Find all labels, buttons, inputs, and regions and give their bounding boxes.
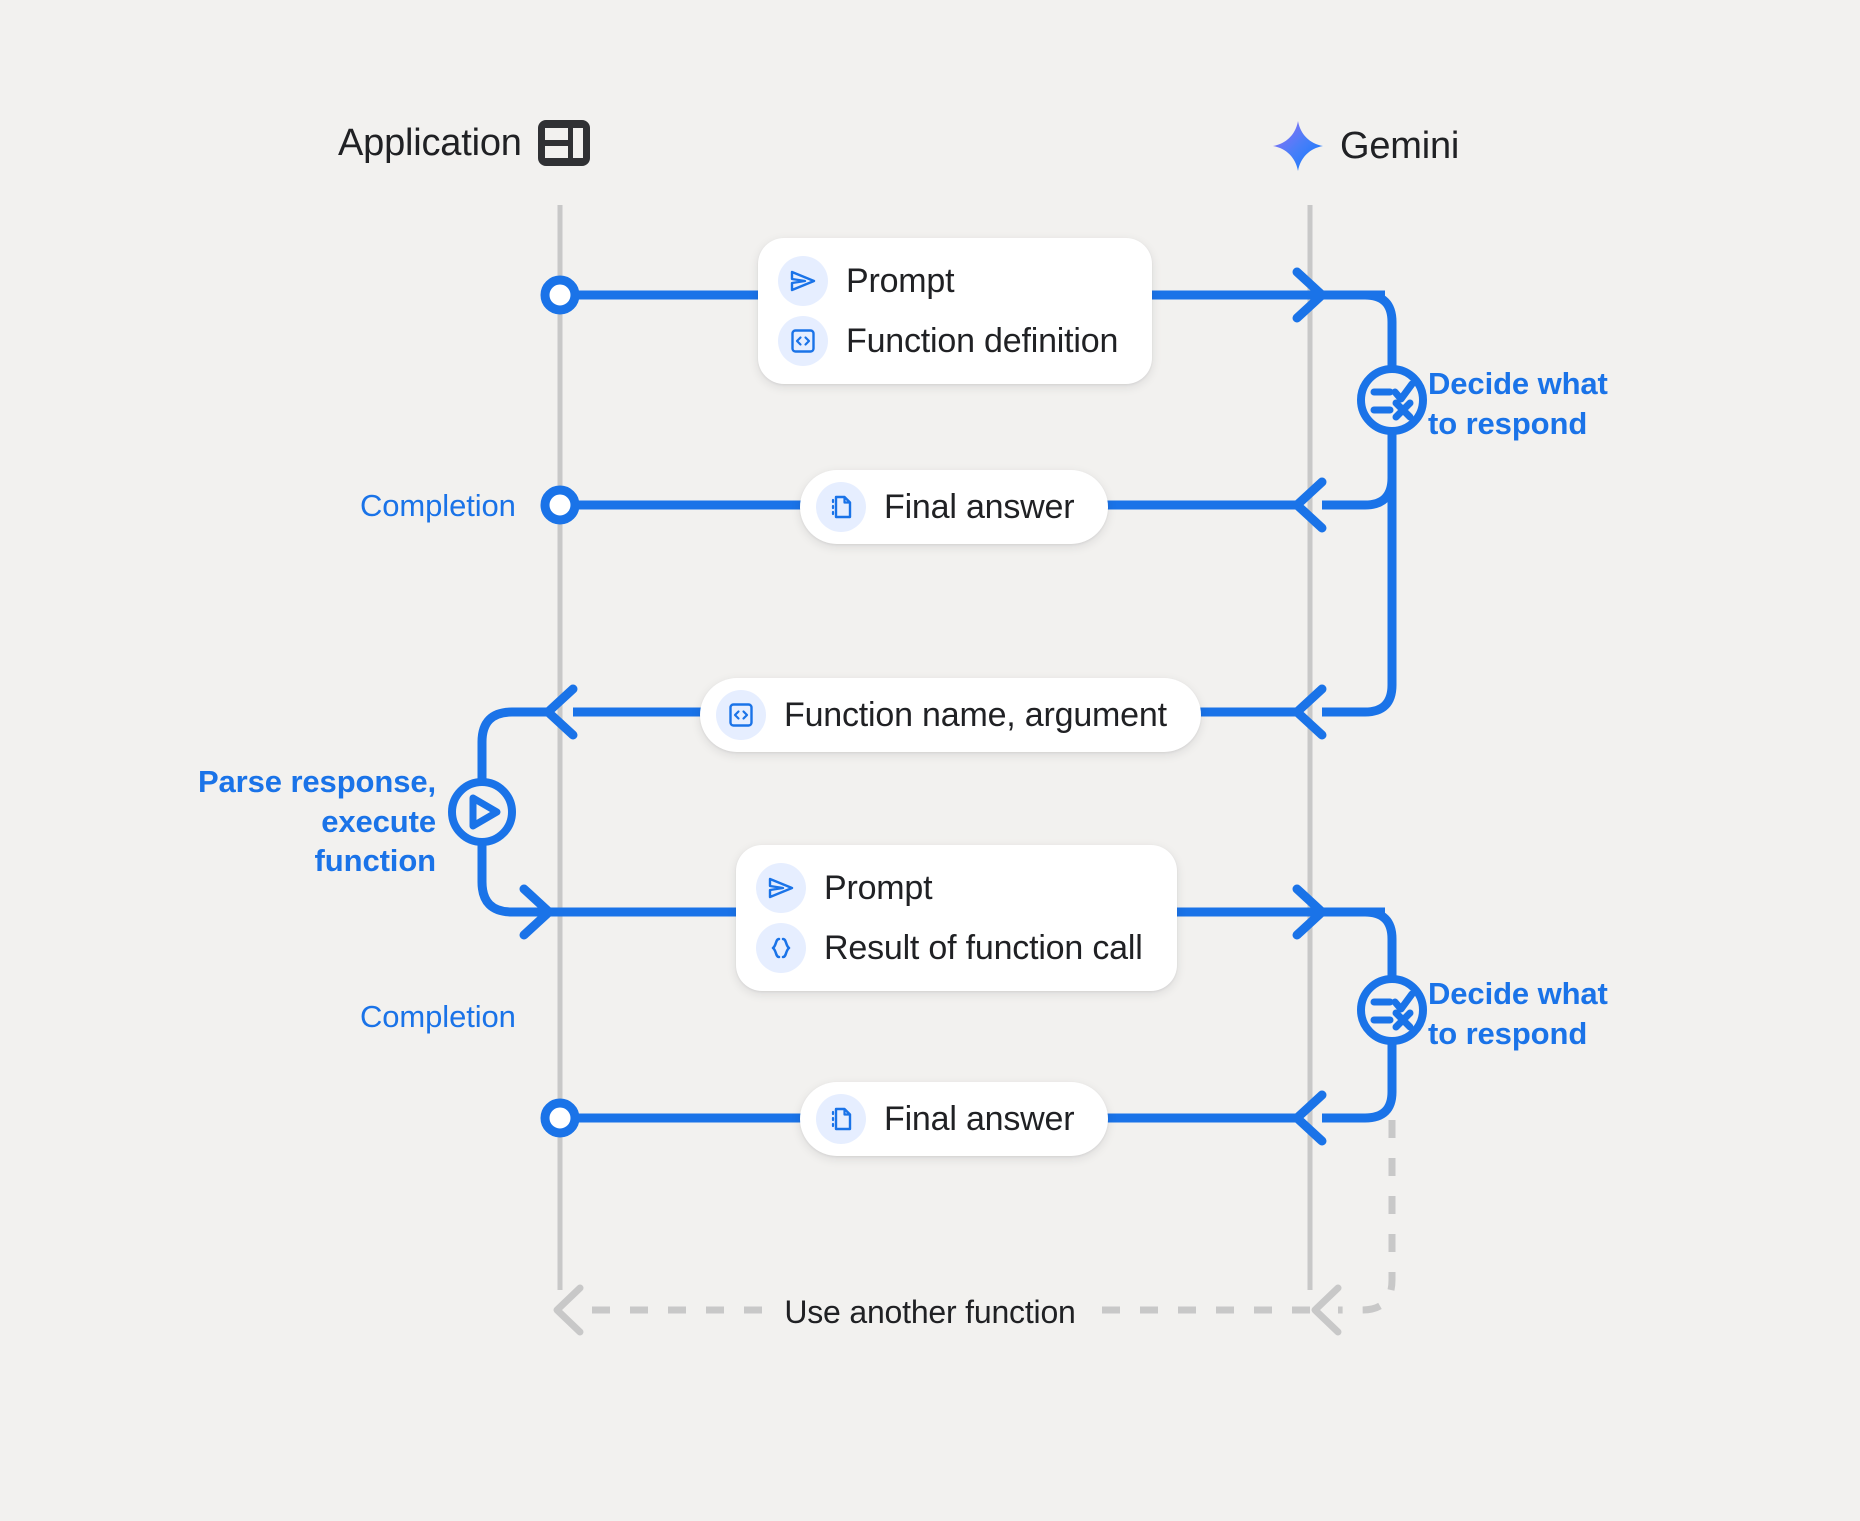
lane-label-application: Application — [338, 121, 522, 164]
app-window-icon — [537, 120, 590, 166]
message-text: Prompt — [846, 261, 955, 300]
document-icon — [816, 482, 866, 532]
lane-header-application: Application — [338, 120, 590, 166]
wire-gemini-rail-down — [1322, 431, 1397, 717]
message-card-function-call-request: Function name, argument — [700, 678, 1201, 752]
curly-braces-icon — [756, 923, 806, 973]
decide-node-2 — [1357, 975, 1427, 1045]
decide-node-1 — [1357, 365, 1427, 505]
label-parse-execute: Parse response, execute function — [197, 764, 436, 879]
message-card-prompt-function-definition: Prompt Function definition — [758, 238, 1153, 384]
code-brackets-box-icon — [778, 316, 828, 366]
message-card-prompt-function-result: Prompt Result of function call — [736, 845, 1177, 991]
message-row: Result of function call — [756, 923, 1143, 973]
send-icon — [756, 863, 806, 913]
message-row: Prompt — [778, 256, 1118, 306]
label-decide-1: Decide what to respond — [1428, 366, 1608, 442]
message-text: Final answer — [884, 487, 1075, 526]
message-text: Result of function call — [824, 928, 1143, 967]
label-completion-1: Completion — [360, 488, 516, 523]
loop-caption-text: Use another function — [766, 1294, 1094, 1330]
gemini-sparkle-icon — [1272, 120, 1324, 172]
lane-label-gemini: Gemini — [1340, 124, 1460, 167]
message-row: Function definition — [778, 316, 1118, 366]
message-row: Final answer — [816, 482, 1075, 532]
message-text: Prompt — [824, 868, 933, 907]
send-icon — [778, 256, 828, 306]
message-row: Prompt — [756, 863, 1143, 913]
loop-caption: Use another function — [0, 1294, 1860, 1331]
message-text: Function name, argument — [784, 695, 1167, 734]
message-text: Function definition — [846, 321, 1119, 360]
message-row: Function name, argument — [716, 690, 1167, 740]
message-card-final-answer-2: Final answer — [800, 1082, 1109, 1156]
message-row: Final answer — [816, 1094, 1075, 1144]
label-decide-2: Decide what to respond — [1428, 976, 1608, 1052]
message-text: Final answer — [884, 1099, 1075, 1138]
label-completion-2: Completion — [360, 999, 516, 1034]
document-icon — [816, 1094, 866, 1144]
message-card-final-answer-1: Final answer — [800, 470, 1109, 544]
code-brackets-box-icon — [716, 690, 766, 740]
parse-execute-node — [448, 778, 548, 917]
lane-header-gemini: Gemini — [1272, 120, 1459, 172]
